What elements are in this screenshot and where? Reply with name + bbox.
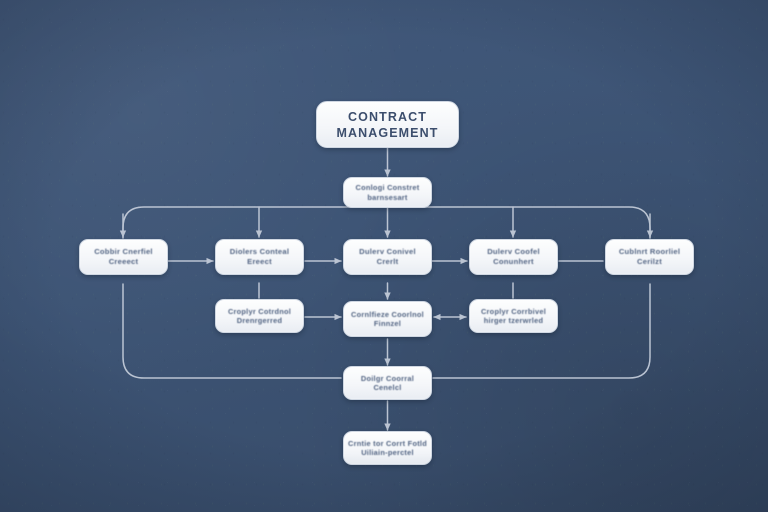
node-label: CONTRACT MANAGEMENT: [336, 109, 439, 140]
connector-hub-bus-left: [122, 206, 389, 239]
connector-hub-bus-right: [386, 206, 651, 239]
node-contract-management-root[interactable]: CONTRACT MANAGEMENT: [316, 101, 459, 148]
